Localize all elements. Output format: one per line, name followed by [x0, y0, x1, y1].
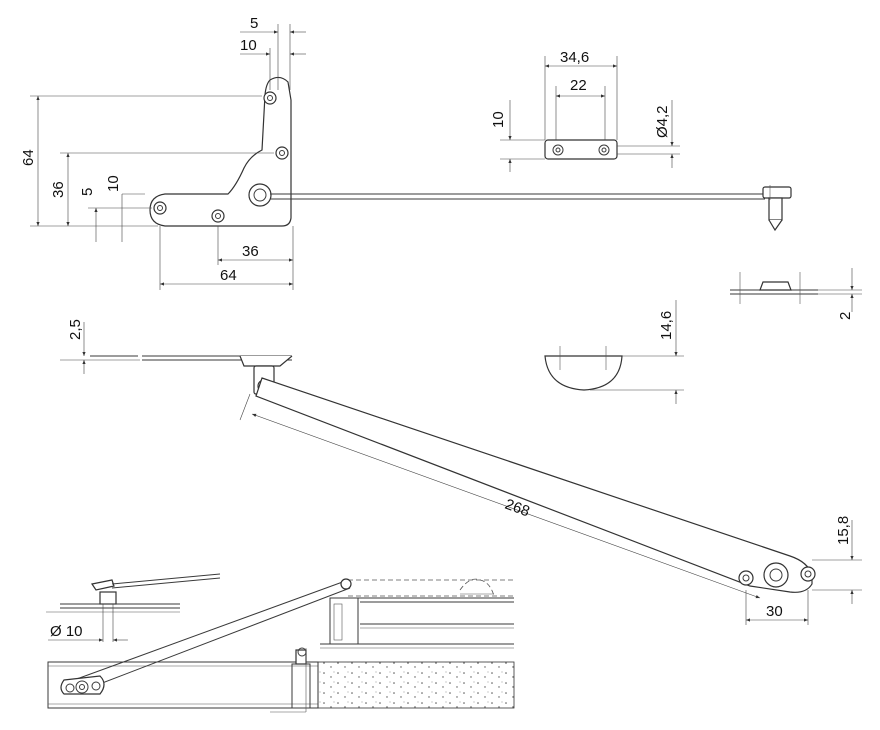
pin-side-view: 2: [730, 268, 862, 320]
dim-plate-22: 22: [570, 77, 587, 94]
cap-outline: [544, 355, 623, 391]
wall-masonry: [317, 661, 515, 709]
dim-arm-2-5: 2,5: [67, 319, 84, 340]
dim-end-15-8: 15,8: [835, 516, 852, 545]
dim-height-36: 36: [50, 181, 67, 198]
cap-view: 14,6: [544, 300, 684, 404]
dim-small-5: 5: [79, 188, 96, 196]
mounting-plate-outline: [544, 139, 618, 160]
dim-plate-10: 10: [490, 111, 507, 128]
dim-small-10: 10: [105, 175, 122, 192]
dim-hole-d4-2: Ø4,2: [654, 105, 671, 138]
stay-arm-bar: [255, 377, 813, 593]
dim-end-30: 30: [766, 603, 783, 620]
dim-cap-14-6: 14,6: [658, 311, 675, 340]
dim-width-64: 64: [220, 267, 237, 284]
mounting-plate-view: 34,6 22 10 Ø4,2: [490, 49, 680, 172]
angle-bracket-view: 5 10 64 36 5 10 36 64: [20, 15, 792, 290]
rod-end-block: [762, 186, 792, 199]
dim-top-5: 5: [250, 15, 258, 32]
dim-top-10: 10: [240, 37, 257, 54]
installation-stay-arm: [73, 579, 349, 681]
dim-height-64: 64: [20, 149, 37, 166]
dim-pin-d10: Ø 10: [50, 623, 83, 640]
dim-pin-2: 2: [837, 312, 854, 320]
dim-width-36: 36: [242, 243, 259, 260]
stay-arm-view: 2,5 268 15,8 30: [60, 319, 862, 625]
dim-plate-34-6: 34,6: [560, 49, 589, 66]
installation-view: Ø 10: [46, 573, 515, 713]
